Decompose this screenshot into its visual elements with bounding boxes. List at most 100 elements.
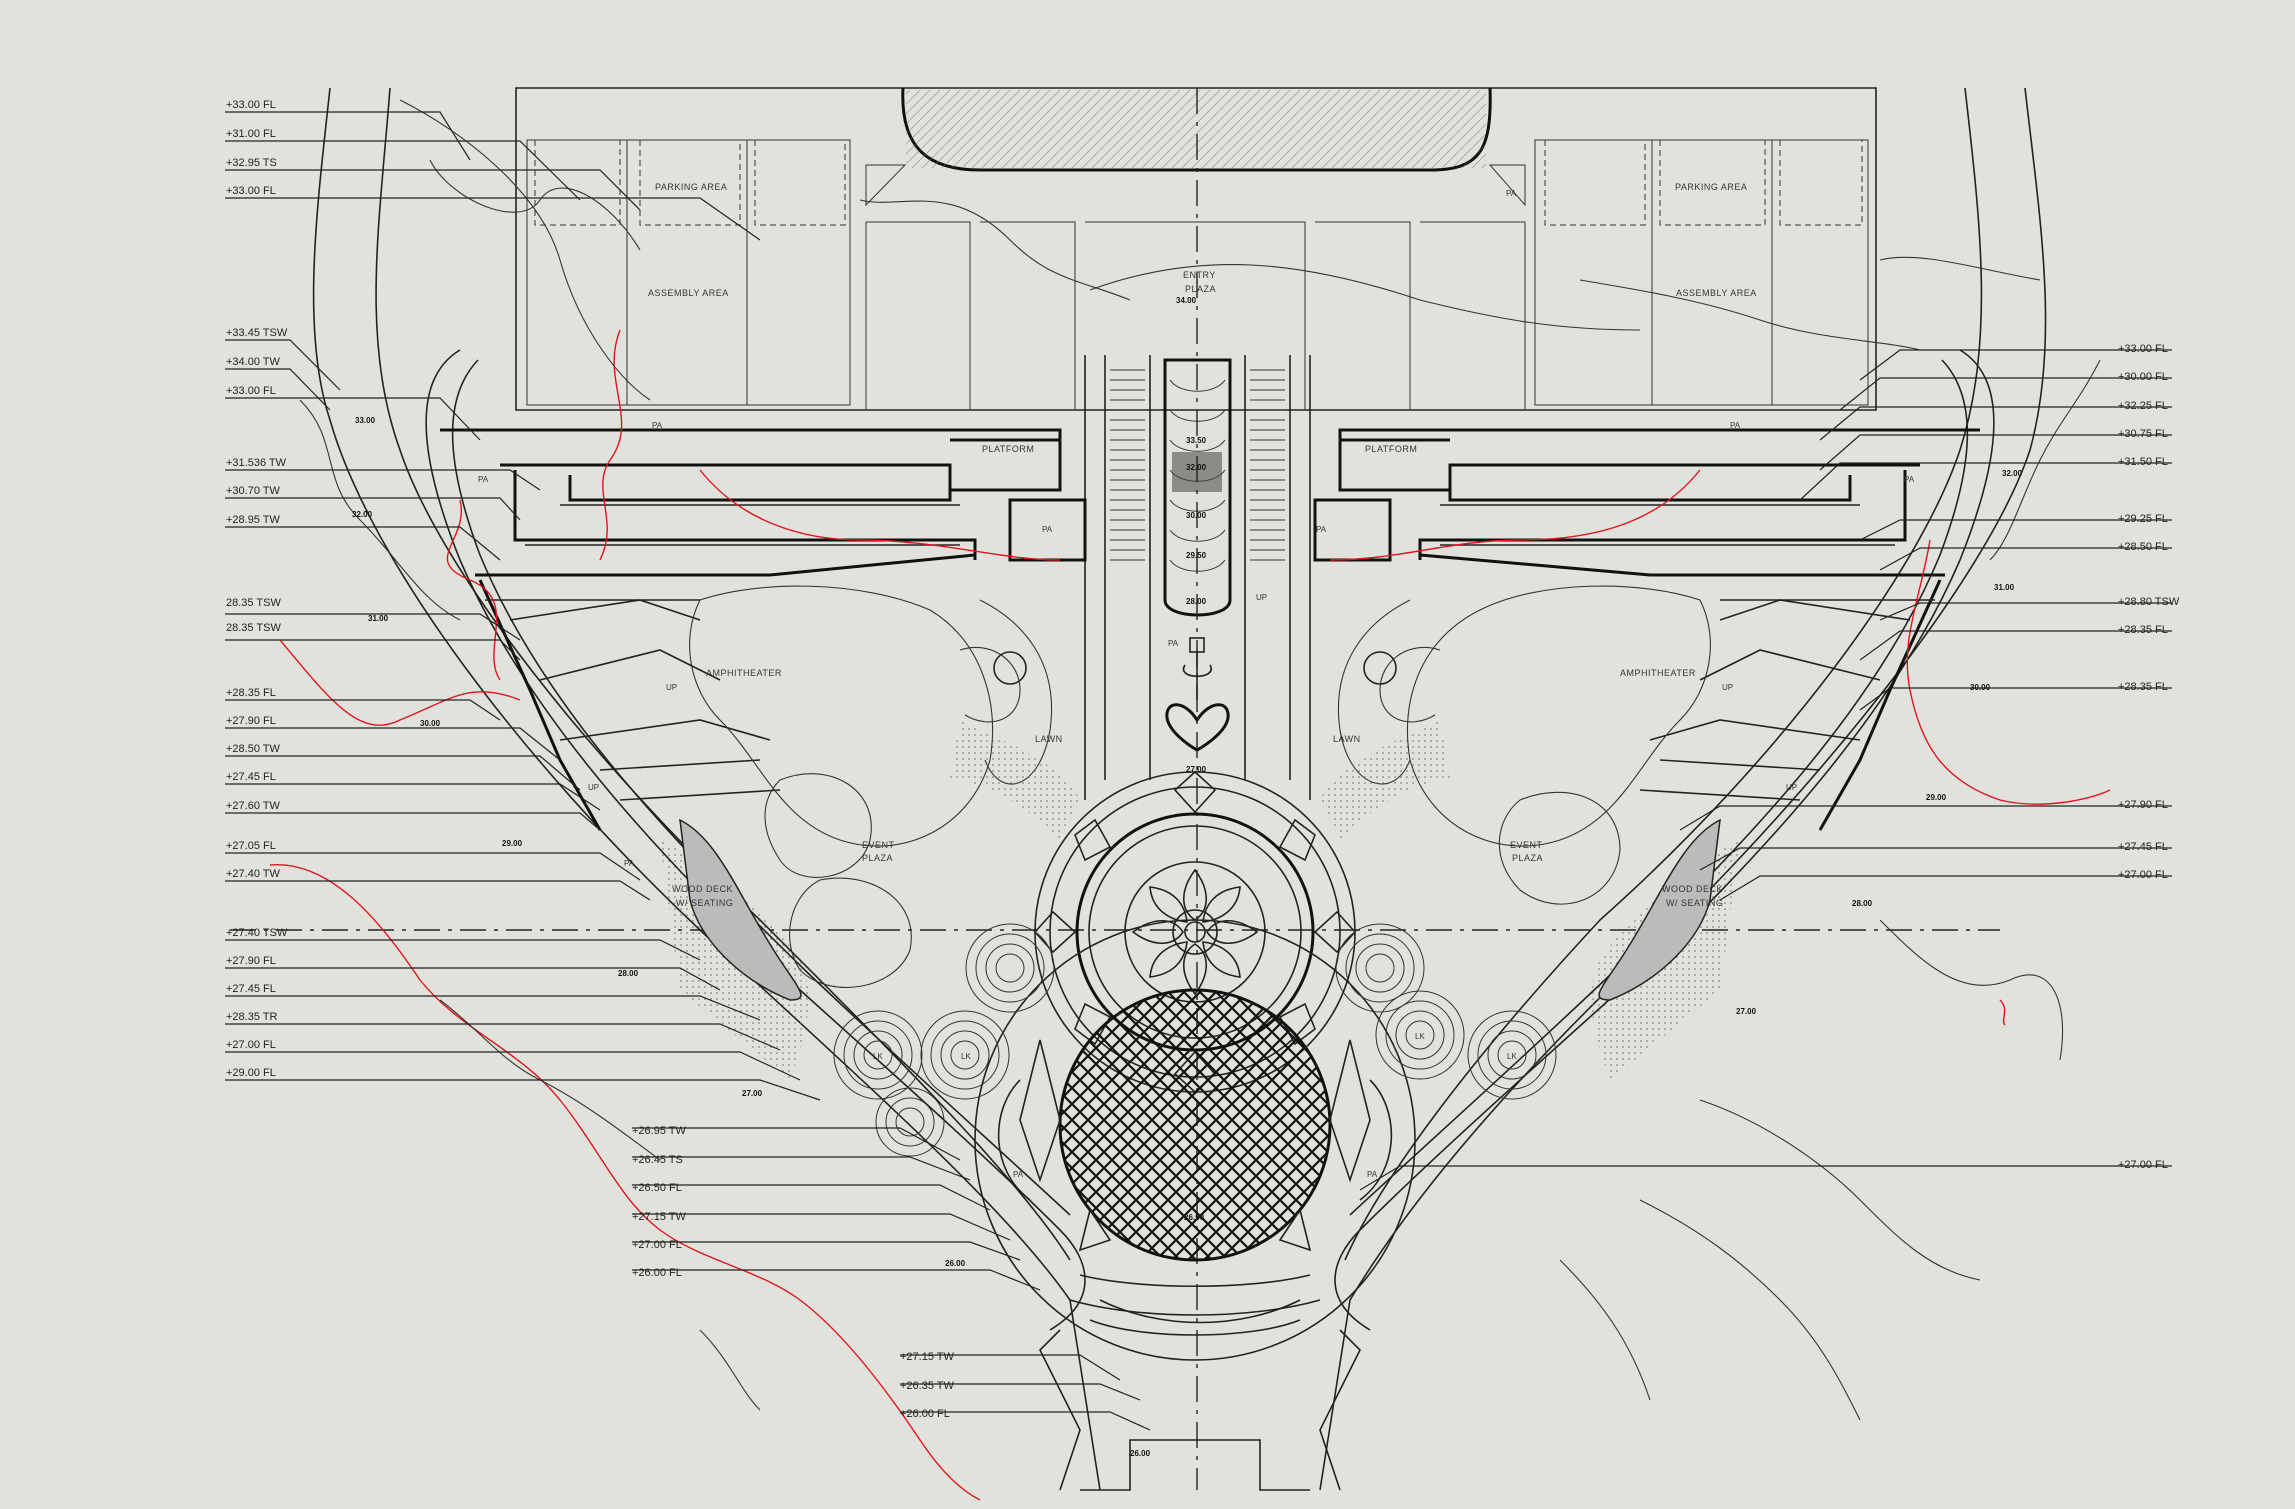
wood-deck-left-label-1: WOOD DECK [672, 884, 733, 894]
spot-level-left-slope-2: 32.00 [352, 510, 373, 519]
up-tag: UP [666, 683, 677, 692]
level-label: +31.50 FL [2118, 456, 2168, 468]
level-label: +31.536 TW [226, 457, 287, 469]
assembly-area-right-label: ASSEMBLY AREA [1676, 288, 1757, 298]
level-label: 28.35 TSW [226, 622, 281, 634]
level-label: +26.50 FL [632, 1182, 682, 1194]
pa-tag: PA [1013, 1170, 1024, 1179]
level-label: +28.95 TW [226, 514, 281, 526]
level-label: +27.60 TW [226, 800, 281, 812]
level-label: +27.00 FL [632, 1239, 682, 1251]
level-label: +32.95 TS [226, 157, 277, 169]
level-label: +28.35 FL [2118, 624, 2168, 636]
terraces-left [440, 428, 1087, 831]
pa-tag: PA [1042, 525, 1053, 534]
level-label: +29.25 FL [2118, 513, 2168, 525]
spot-level-right-slope-5: 28.00 [1852, 899, 1873, 908]
area-labels: PARKING AREA PARKING AREA ASSEMBLY AREA … [648, 182, 1757, 908]
assembly-area-left-label: ASSEMBLY AREA [648, 288, 729, 298]
platform-right-label: PLATFORM [1365, 444, 1417, 454]
level-label: +26.45 TS [632, 1154, 683, 1166]
level-label: +28.35 FL [2118, 681, 2168, 693]
level-label: +29.00 FL [226, 1067, 276, 1079]
level-label: +33.45 TSW [226, 327, 288, 339]
entry-plaza-label-2: PLAZA [1185, 284, 1216, 294]
bottom-low-level-labels: +27.15 TW+26.35 TW+26.00 FL [900, 1351, 955, 1420]
spot-level-entry: 34.00 [1176, 296, 1197, 305]
spot-level-right-slope-4: 29.00 [1926, 793, 1947, 802]
level-label: +27.90 FL [2118, 799, 2168, 811]
bottom-leader-lines [632, 1127, 1151, 1431]
ring-features [833, 923, 1557, 1157]
up-tag: UP [1722, 683, 1733, 692]
spot-level-left-slope-1: 33.00 [355, 416, 376, 425]
level-label: +28.35 TR [226, 1011, 278, 1023]
spot-level-left-slope-4: 30.00 [420, 719, 441, 728]
level-label: +27.00 FL [226, 1039, 276, 1051]
up-tag: UP [588, 783, 599, 792]
bottom-mid-level-labels: +26.95 TW+26.45 TS+26.50 FL+27.15 TW+27.… [632, 1125, 687, 1279]
spot-level-stair-5: 28.00 [1186, 597, 1207, 606]
level-label: +30.00 FL [2118, 371, 2168, 383]
level-label: +33.00 FL [226, 185, 276, 197]
level-label: +33.00 FL [226, 385, 276, 397]
level-label: +26.95 TW [632, 1125, 687, 1137]
level-label: +33.00 FL [2118, 343, 2168, 355]
tag-labels: PA PA PA PA PA PA PA PA PA PA PA UP UP U… [478, 189, 1915, 1179]
existing-contours-red [269, 329, 2111, 1501]
level-label: +28.35 FL [226, 687, 276, 699]
bottom-entrance [1039, 1299, 1361, 1491]
site-contours [299, 99, 2101, 1421]
level-label: +27.40 TSW [226, 927, 288, 939]
pa-tag: PA [1367, 1170, 1378, 1179]
level-label: +27.00 FL [2118, 869, 2168, 881]
right-level-labels: +33.00 FL+30.00 FL+32.25 FL+30.75 FL+31.… [2118, 343, 2180, 1171]
wood-decks [679, 818, 1721, 1001]
event-plaza-left-label-1: EVENT [862, 840, 895, 850]
spot-level-bottom-gate: 26.00 [1130, 1449, 1151, 1458]
pa-tag: PA [1168, 639, 1179, 648]
spot-level-stair-4: 29.50 [1186, 551, 1207, 560]
level-label: +27.45 FL [2118, 841, 2168, 853]
pa-tag: PA [1904, 475, 1915, 484]
level-label: +33.00 FL [226, 99, 276, 111]
wood-deck-right-label-1: WOOD DECK [1662, 884, 1723, 894]
left-level-labels: +33.00 FL +31.00 FL +32.95 TS +33.00 FL +33.… [226, 99, 288, 1079]
event-plaza-right-label-2: PLAZA [1512, 853, 1543, 863]
spot-level-right-slope-3: 30.00 [1970, 683, 1991, 692]
amphitheater-left-label: AMPHITHEATER [706, 668, 782, 678]
spot-level-bottom-center: 26.50 [1184, 1213, 1205, 1222]
spot-level-right-slope-6: 27.00 [1736, 1007, 1757, 1016]
pa-tag: PA [1730, 421, 1741, 430]
terraces-right [1313, 428, 1980, 831]
amphitheater-right-label: AMPHITHEATER [1620, 668, 1696, 678]
spot-level-left-slope-5: 29.00 [502, 839, 523, 848]
level-label: +27.90 FL [226, 715, 276, 727]
spot-level-left-slope-7: 27.00 [742, 1089, 763, 1098]
spot-level-right-slope-1: 32.00 [2002, 469, 2023, 478]
level-label: +27.45 FL [226, 771, 276, 783]
level-label: +28.80 TSW [2118, 596, 2180, 608]
parking-structure [515, 87, 1877, 411]
lk-tag: LK [873, 1052, 883, 1061]
level-label: 28.35 TSW [226, 597, 281, 609]
pa-tag: PA [624, 859, 635, 868]
level-label: +28.50 FL [2118, 541, 2168, 553]
spot-level-bottom-left: 26.00 [945, 1259, 966, 1268]
level-label: +27.40 TW [226, 868, 281, 880]
spot-level-labels: 34.00 33.50 32.00 30.00 29.50 28.00 27.0… [352, 296, 2023, 1458]
lawn-left-label: LAWN [1035, 734, 1063, 744]
entry-plaza-label-1: ENTRY [1183, 270, 1216, 280]
spot-level-left-slope-3: 31.00 [368, 614, 389, 623]
spot-level-stair-6: 27.00 [1186, 765, 1207, 774]
level-label: +32.25 FL [2118, 400, 2168, 412]
level-label: +26.35 TW [900, 1380, 955, 1392]
level-label: +27.00 FL [2118, 1159, 2168, 1171]
parking-area-left-label: PARKING AREA [655, 182, 727, 192]
level-label: +31.00 FL [226, 128, 276, 140]
level-label: +26.00 FL [632, 1267, 682, 1279]
event-plaza-left-label-2: PLAZA [862, 853, 893, 863]
spot-level-left-slope-6: 28.00 [618, 969, 639, 978]
spot-level-stair-1: 33.50 [1186, 436, 1207, 445]
spot-level-stair-2: 32.00 [1186, 463, 1207, 472]
